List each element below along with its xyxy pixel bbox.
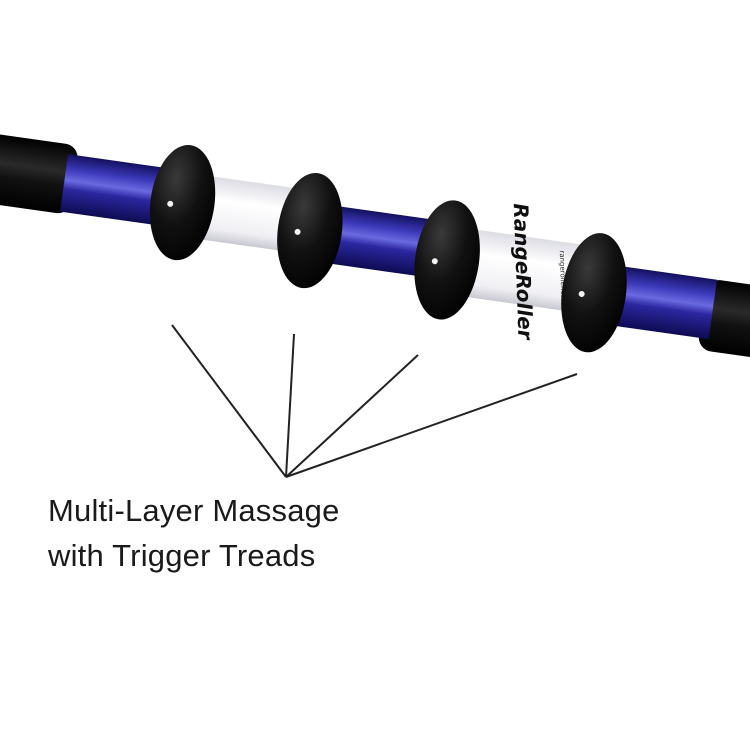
- feature-caption: Multi-Layer Massage with Trigger Treads: [48, 488, 340, 578]
- leader-line-2: [285, 333, 295, 478]
- roller: RangeRoller rangeroller.com: [0, 134, 750, 361]
- caption-line-2: with Trigger Treads: [48, 538, 316, 573]
- trigger-tread-4: [561, 233, 627, 353]
- leader-line-1: [171, 324, 287, 478]
- left-handle: [0, 134, 78, 214]
- trigger-tread-1: [149, 144, 216, 261]
- leader-line-4: [285, 373, 578, 478]
- brand-label: RangeRoller: [509, 203, 538, 341]
- trigger-tread-2: [277, 172, 343, 289]
- brand-url: rangeroller.com: [558, 250, 568, 305]
- caption-line-1: Multi-Layer Massage: [48, 493, 340, 528]
- trigger-tread-3: [414, 200, 480, 320]
- leader-line-3: [285, 354, 419, 478]
- leader-lines: [171, 324, 578, 478]
- right-handle: [698, 280, 750, 361]
- brand-logo: RangeRoller rangeroller.com: [509, 203, 568, 341]
